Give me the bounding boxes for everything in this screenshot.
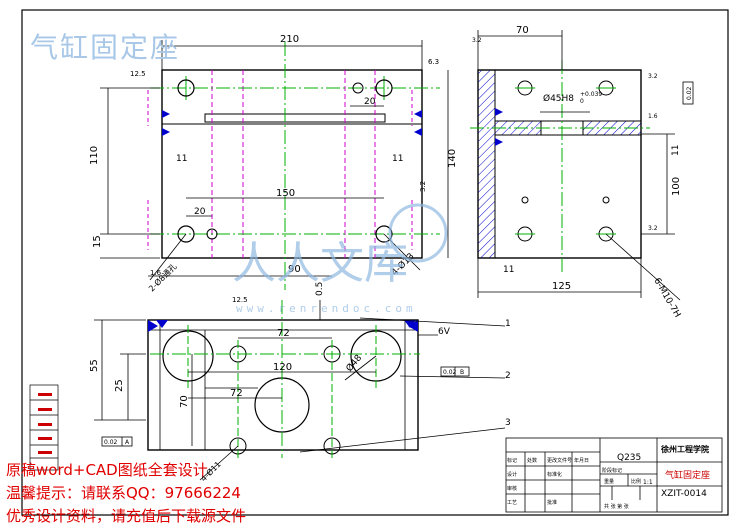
mounting-hole	[375, 79, 393, 97]
dim-width-11a: 11	[176, 154, 187, 164]
side-view	[470, 60, 650, 275]
title-block-stage: 阶段标记	[602, 467, 622, 474]
roughness-left-top: 12.5	[130, 70, 146, 78]
callout-1: 1	[505, 319, 511, 329]
title-block-col-zone: 更改文件号	[547, 457, 572, 464]
title-block-col-count: 处数	[527, 457, 537, 464]
tolerance-frame-plan-value: 0.02	[443, 369, 457, 376]
title-block-col-date: 年月日	[574, 457, 589, 464]
title-block-ratio: 比例	[631, 478, 641, 485]
dim-bore: Ø45H8	[543, 93, 574, 104]
dim-bore-tol-lower: 0	[580, 98, 584, 105]
note-pin-holes: 2-Ø8通孔	[146, 261, 178, 293]
dim-90: 90	[288, 264, 301, 275]
watermark-site: www.renrendoc.com	[236, 302, 417, 315]
weld-symbol	[156, 320, 416, 328]
roughness-side-top: 3.2	[472, 37, 482, 44]
mounting-hole	[375, 225, 393, 243]
roughness-side-right: 3.2	[648, 73, 658, 80]
title-block-scale: 1:1	[643, 479, 653, 486]
dim-height-100: 100	[671, 177, 682, 196]
mounting-hole	[177, 79, 195, 97]
dim-width-11d: 11	[503, 265, 514, 275]
title-block-std: 标准化	[547, 471, 562, 478]
front-view	[147, 42, 440, 290]
dim-width-20b: 20	[364, 97, 376, 107]
small-hole	[602, 196, 610, 204]
dim-height-110: 110	[89, 146, 100, 165]
pin-hole	[206, 228, 218, 240]
plan-view	[147, 300, 420, 458]
callout-2: 2	[505, 371, 511, 381]
dim-phi48: Ø48	[344, 352, 365, 373]
dim-0-5: 0.5	[315, 282, 325, 296]
dim-bore-tol-upper: +0.039	[580, 91, 602, 98]
roughness-side-mid: 1.6	[648, 113, 658, 120]
title-block-craft: 工艺	[507, 500, 517, 506]
title-block-col-mark: 标记	[507, 457, 517, 464]
drawing-title: 气缸固定座	[30, 31, 181, 64]
callout-3: 3	[505, 418, 511, 428]
mounting-hole	[177, 225, 195, 243]
revision-strip	[29, 384, 59, 471]
dim-height-15: 15	[92, 235, 103, 248]
roughness-top-right: 6.3	[428, 58, 439, 66]
dim-70: 70	[179, 395, 190, 408]
dim-side-125: 125	[552, 281, 571, 292]
tolerance-frame-left-value: 0.02	[104, 439, 118, 446]
roughness-side-lower: 3.2	[648, 225, 658, 232]
title-block-review: 审核	[507, 485, 517, 492]
title-block-approve: 批准	[547, 499, 557, 506]
dim-120: 120	[273, 362, 292, 373]
dim-side-width: 70	[516, 25, 529, 36]
title-block-design: 设计	[507, 471, 517, 478]
dim-width-20a: 20	[194, 207, 206, 217]
title-block-weight: 重量	[604, 478, 614, 485]
tolerance-frame-left-datum: A	[125, 439, 130, 446]
title-block-part-name: 气缸固定座	[665, 469, 710, 481]
watermark-logo-ring	[388, 203, 448, 263]
pin-hole	[352, 82, 364, 94]
small-hole	[521, 196, 529, 204]
title-block	[505, 437, 723, 513]
tolerance-frame-side-value: 0.02	[686, 86, 693, 100]
ad-line-2: 温馨提示：请联系QQ：97666224	[6, 484, 241, 502]
roughness-right-face: 3.2	[419, 181, 427, 192]
dim-bore-spacing: 150	[276, 188, 295, 199]
plan-view-outline	[147, 319, 419, 451]
dim-72b: 72	[230, 388, 243, 399]
dim-width-11b: 11	[392, 154, 403, 164]
ad-line-1: 原稿word+CAD图纸全套设计	[6, 461, 208, 479]
watermark: 人人文库 www.renrendoc.com	[232, 203, 448, 315]
title-block-sheet: 共 张 第 张	[604, 503, 629, 510]
side-dimensions	[477, 30, 681, 301]
weld-symbol	[495, 108, 503, 146]
title-block-school: 徐州工程学院	[660, 444, 709, 454]
dim-25: 25	[114, 379, 125, 392]
tolerance-frame-left	[101, 436, 133, 447]
dim-top-width: 210	[280, 34, 299, 45]
front-dimensions	[100, 40, 449, 281]
plan-dimensions	[94, 275, 506, 481]
roughness-bottom-left: 1.6	[150, 269, 162, 277]
revision-strip-marks	[38, 393, 52, 454]
dim-72a: 72	[277, 328, 290, 339]
front-view-outline	[161, 69, 423, 259]
tolerance-frame-plan-datum: B	[460, 369, 464, 376]
sheet-border	[21, 9, 729, 516]
front-view-slot	[204, 113, 386, 123]
watermark-logo-text: 人人文库	[232, 238, 408, 289]
tolerance-frame-side	[682, 81, 694, 105]
dim-width-11c: 11	[671, 145, 681, 156]
roughness-plan-right: 6V	[438, 327, 451, 337]
title-block-drawing-no: XZIT-0014	[661, 489, 707, 499]
dim-55: 55	[89, 359, 100, 372]
title-block-material: Q235	[617, 453, 641, 463]
side-plate-section	[477, 69, 496, 259]
dim-height-140: 140	[447, 149, 458, 168]
ad-line-3: 优秀设计资料，请充值后下载源文件	[6, 507, 247, 525]
roughness-plan-top: 12.5	[232, 296, 248, 304]
